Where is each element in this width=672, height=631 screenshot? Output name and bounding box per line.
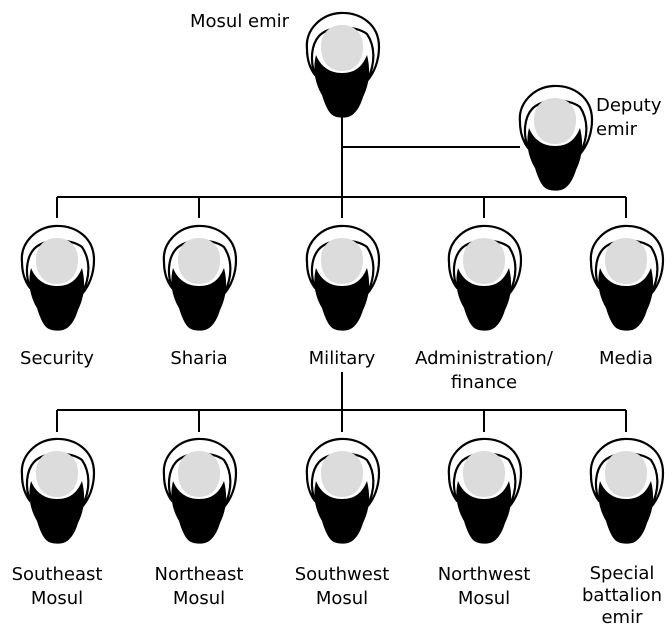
deputy-emir-bearded-figure-icon [518,84,594,192]
northeast-mosul-bearded-figure-icon [162,437,238,545]
military-unit-label-northeast: Northeast Mosul [142,563,256,611]
media-bearded-figure-icon [589,224,665,332]
unit-label-line2: Mosul [457,588,511,609]
department-label-media: Media [569,347,672,371]
unit-label-line1: Southeast [11,564,103,585]
unit-label-line2: Mosul [315,588,369,609]
deputy-label-line1: Deputy [596,95,662,116]
department-label-line2: finance [450,372,518,393]
department-label-line1: Security [20,348,94,369]
department-label-line1: Sharia [170,348,228,369]
southeast-mosul-bearded-figure-icon [20,437,96,545]
mosul-emir-label: Mosul emir [190,11,290,32]
connector-lines [56,105,627,432]
southwest-mosul-bearded-figure-icon [305,437,381,545]
military-unit-label-southwest: Southwest Mosul [285,563,399,611]
department-label-administration-finance: Administration/ finance [404,347,564,395]
unit-label-line1: Northeast [154,564,244,585]
administration-finance-bearded-figure-icon [447,224,523,332]
special-battalion-bearded-figure-icon [589,437,665,545]
deputy-emir-label: Deputy emir [596,94,661,142]
department-label-military: Military [285,347,399,371]
unit-label-line2: Mosul [172,588,226,609]
military-unit-label-northwest: Northwest Mosul [427,563,541,611]
unit-label-line3: emir [601,607,643,628]
military-bearded-figure-icon [305,224,381,332]
deputy-label-line2: emir [596,119,638,140]
department-label-security: Security [0,347,114,371]
department-label-line1: Military [308,348,376,369]
unit-label-line1: Northwest [437,564,531,585]
military-unit-label-special-battalion: Special battalion emir [572,563,672,629]
northwest-mosul-bearded-figure-icon [447,437,523,545]
department-label-sharia: Sharia [142,347,256,371]
military-unit-label-southeast: Southeast Mosul [0,563,114,611]
unit-label-line1: Southwest [294,564,390,585]
unit-label-line2: Mosul [30,588,84,609]
unit-label-line2: battalion [581,585,663,606]
department-label-line1: Administration/ [415,348,553,369]
department-label-line1: Media [598,348,654,369]
mosul-emir-bearded-figure-icon [305,11,381,119]
sharia-bearded-figure-icon [162,224,238,332]
unit-label-line1: Special [589,563,655,584]
security-bearded-figure-icon [20,224,96,332]
